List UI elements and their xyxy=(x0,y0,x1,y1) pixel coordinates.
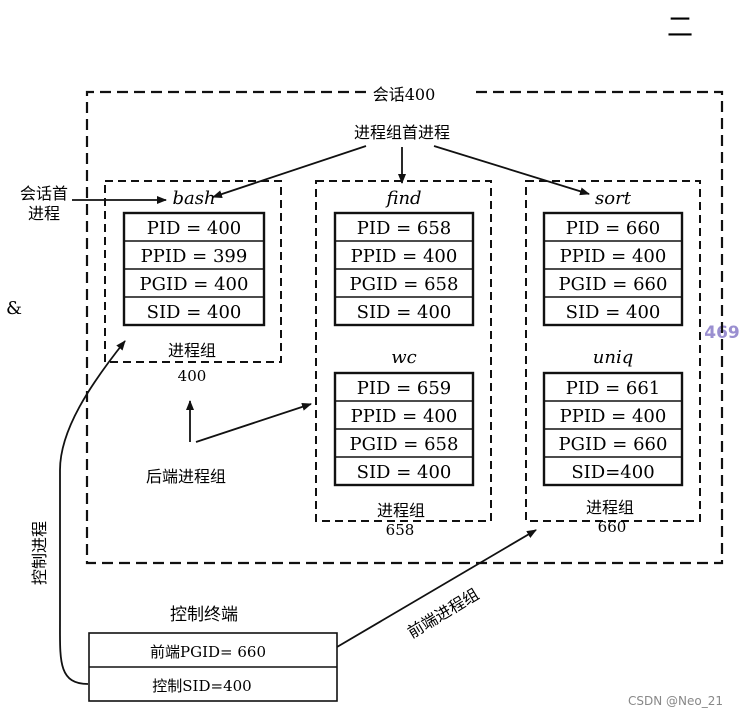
process-bash-sid: SID = 400 xyxy=(147,302,242,323)
side-mark: & xyxy=(6,298,22,319)
group-id-660: 660 xyxy=(598,518,627,536)
foreground-group-arrow xyxy=(336,529,537,648)
process-uniq-sid: SID=400 xyxy=(571,462,654,483)
session-boundary xyxy=(85,90,724,565)
process-name-bash: bash xyxy=(172,188,215,209)
process-wc-sid: SID = 400 xyxy=(357,462,452,483)
process-find-ppid: PPID = 400 xyxy=(351,246,458,267)
process-wc-pgid: PGID = 658 xyxy=(350,434,459,455)
group-id-658: 658 xyxy=(386,521,415,539)
foreground-group-label: 前端进程组 xyxy=(404,585,482,642)
process-wc-ppid: PPID = 400 xyxy=(351,406,458,427)
process-sort-sid: SID = 400 xyxy=(566,302,661,323)
process-name-uniq: uniq xyxy=(593,347,633,368)
process-uniq-pgid: PGID = 660 xyxy=(559,434,668,455)
group-caption-400: 进程组 xyxy=(168,341,216,360)
process-sort-ppid: PPID = 400 xyxy=(560,246,667,267)
watermark: CSDN @Neo_21 xyxy=(628,694,723,708)
process-uniq-pid: PID = 661 xyxy=(566,378,661,399)
process-group-400-boundary xyxy=(104,180,282,363)
group-caption-658: 进程组 xyxy=(377,501,425,520)
process-find-pgid: PGID = 658 xyxy=(350,274,459,295)
leader-arrow-sort xyxy=(433,145,590,196)
group-id-400: 400 xyxy=(178,367,207,385)
group-caption-660: 进程组 xyxy=(586,498,634,517)
process-group-658-boundary xyxy=(315,180,492,522)
leader-arrow-bash xyxy=(212,145,367,198)
terminal-foreground-pgid: 前端PGID= 660 xyxy=(150,643,266,661)
process-name-sort: sort xyxy=(595,188,632,209)
background-group-label: 后端进程组 xyxy=(146,467,226,486)
session-leader-label-line2: 进程 xyxy=(28,204,60,223)
process-name-wc: wc xyxy=(391,347,417,368)
session-label: 会话400 xyxy=(373,85,436,104)
process-bash-ppid: PPID = 399 xyxy=(141,246,248,267)
process-sort-pid: PID = 660 xyxy=(566,218,661,239)
process-find-pid: PID = 658 xyxy=(357,218,452,239)
session-leader-label-line1: 会话首 xyxy=(20,184,68,203)
terminal-controlling-sid: 控制SID=400 xyxy=(152,677,251,695)
group-leader-label: 进程组首进程 xyxy=(354,123,450,142)
corner-mark: 二 xyxy=(667,13,693,43)
background-arrow-wc xyxy=(195,403,312,443)
process-sort-pgid: PGID = 660 xyxy=(559,274,668,295)
process-group-660-boundary xyxy=(525,180,701,522)
controlling-process-arrow xyxy=(59,340,126,685)
process-wc-pid: PID = 659 xyxy=(357,378,452,399)
controlling-process-label: 控制进程 xyxy=(30,521,49,585)
process-bash-pgid: PGID = 400 xyxy=(140,274,249,295)
process-bash-pid: PID = 400 xyxy=(147,218,242,239)
terminal-title: 控制终端 xyxy=(170,605,238,625)
process-find-sid: SID = 400 xyxy=(357,302,452,323)
process-uniq-ppid: PPID = 400 xyxy=(560,406,667,427)
process-name-find: find xyxy=(384,188,421,209)
